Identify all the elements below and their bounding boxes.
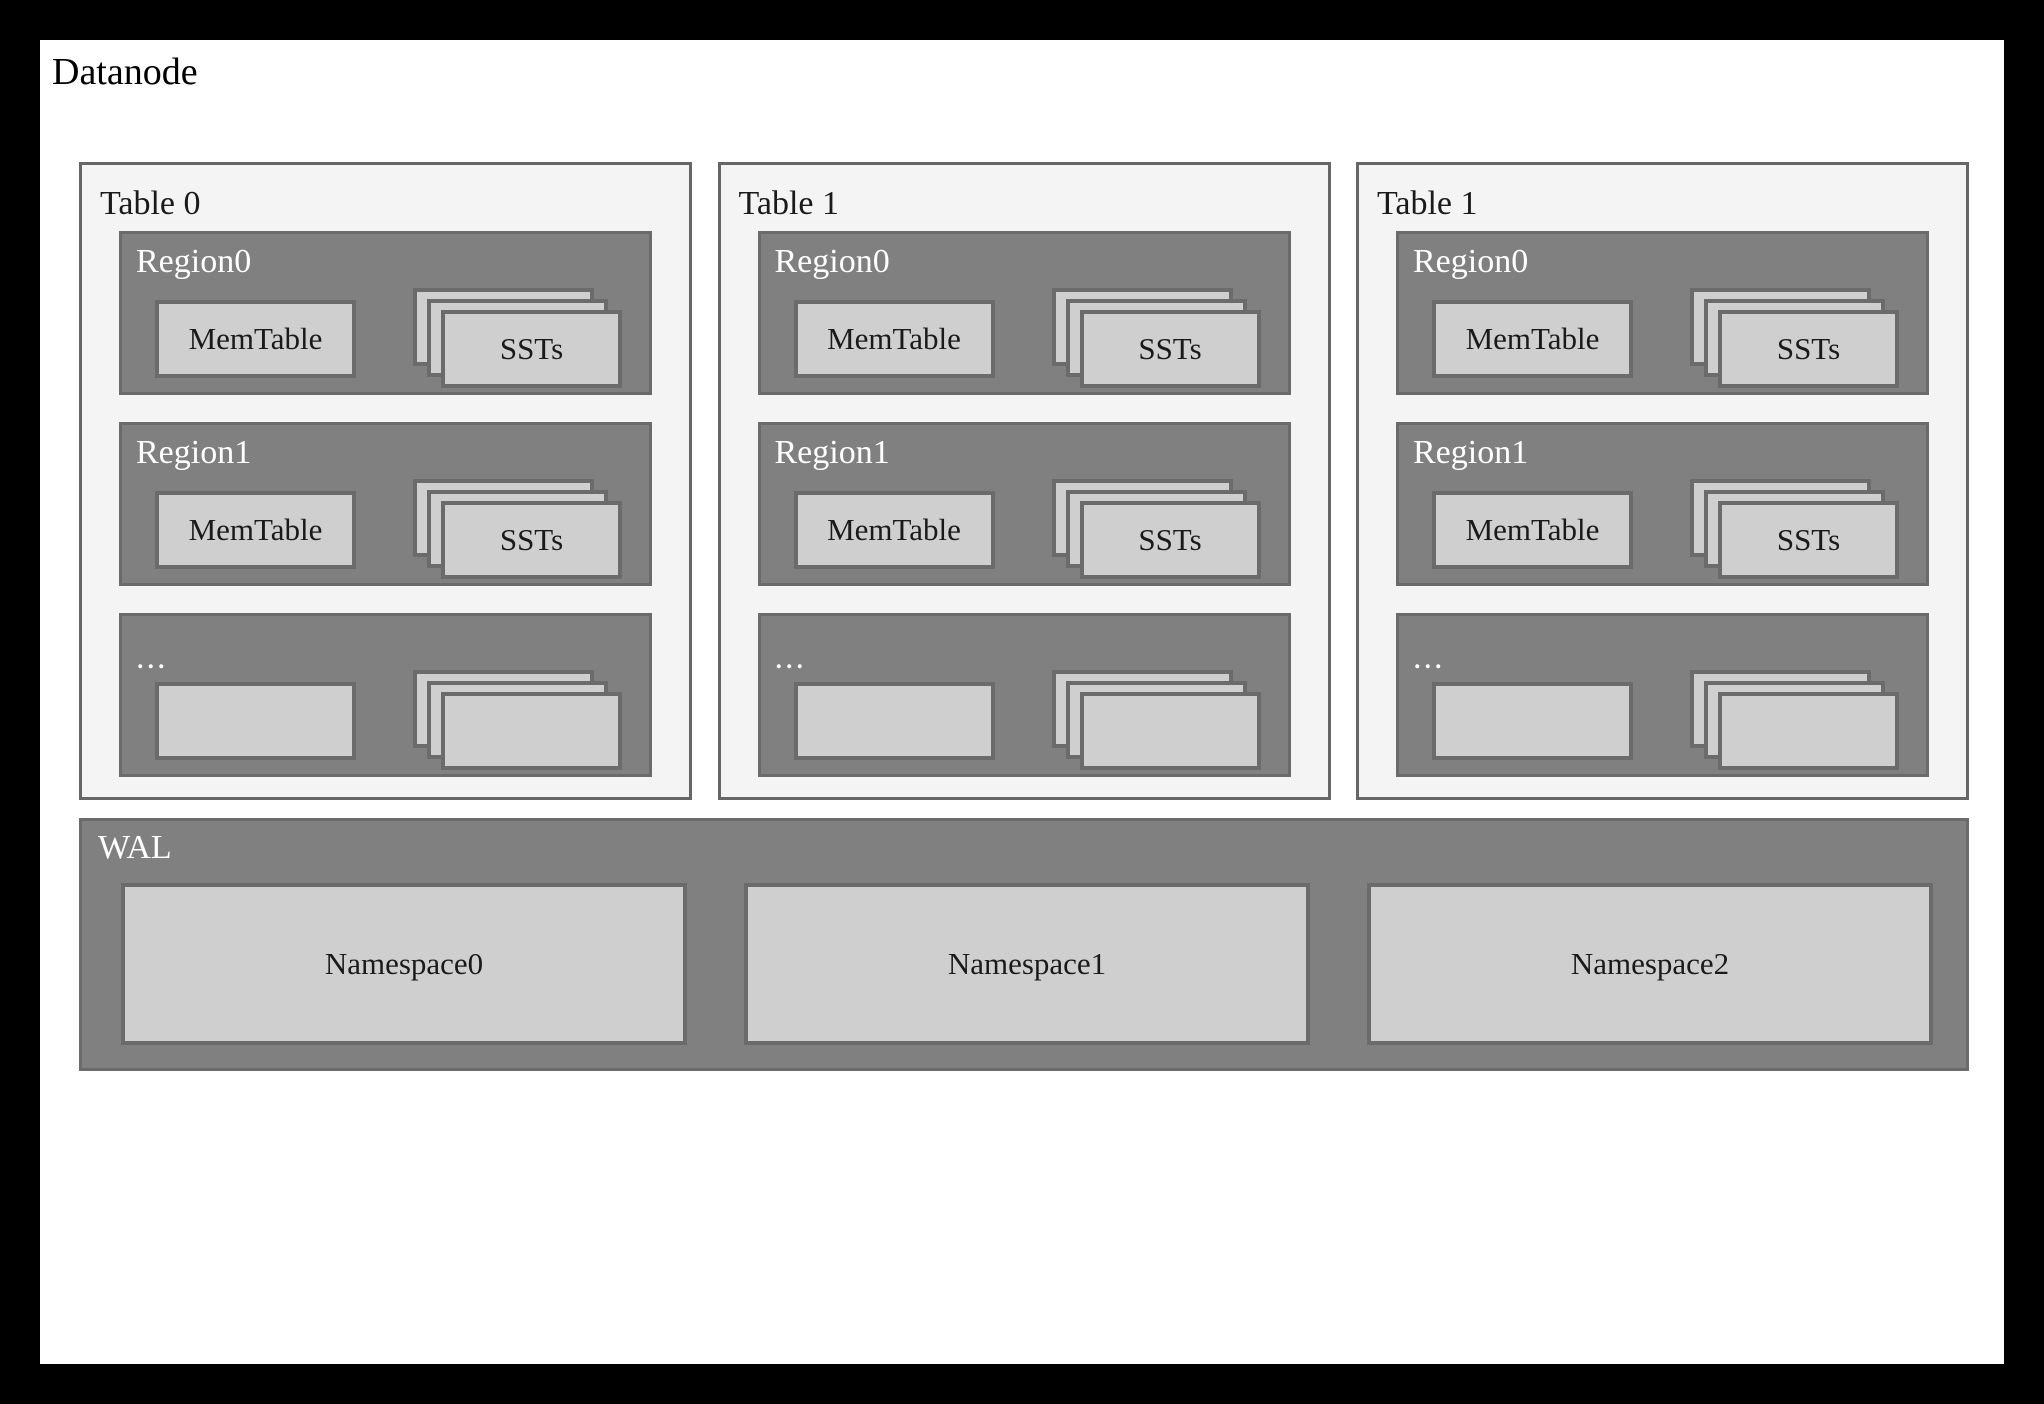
region-title: Region0 xyxy=(774,243,890,280)
regions-wrap: Region0 MemTable SSTs Region1 MemTable xyxy=(757,231,1291,777)
region-title: Region0 xyxy=(136,243,252,280)
region-title: Region1 xyxy=(774,434,890,471)
sst-layer-front[interactable] xyxy=(441,692,622,770)
wal-body: Namespace0 Namespace1 Namespace2 xyxy=(121,883,1933,1045)
sst-stack-empty[interactable] xyxy=(1690,670,1905,770)
table-title: Table 1 xyxy=(1377,185,1478,222)
region-body: MemTable SSTs xyxy=(1399,479,1926,583)
region-block[interactable]: Region1 MemTable SSTs xyxy=(757,422,1291,586)
region-body: MemTable SSTs xyxy=(761,479,1288,583)
region-block[interactable]: Region0 MemTable SSTs xyxy=(757,231,1291,395)
sst-layer-front[interactable] xyxy=(1079,692,1261,770)
region-ellipsis-label: ... xyxy=(1413,639,1445,676)
namespace-box-1[interactable]: Namespace1 xyxy=(744,883,1310,1045)
region-body: MemTable SSTs xyxy=(1399,288,1926,392)
sst-layer-front[interactable]: SSTs xyxy=(1079,310,1261,388)
region-title: Region0 xyxy=(1413,243,1529,280)
sst-stack[interactable]: SSTs xyxy=(1690,288,1905,388)
memtable-box-empty[interactable] xyxy=(1432,682,1633,760)
memtable-box[interactable]: MemTable xyxy=(793,300,995,378)
table-panel-0[interactable]: Table 0 Region0 MemTable SSTs Region1 xyxy=(79,162,692,800)
page-title: Datanode xyxy=(52,51,198,93)
regions-wrap: Region0 MemTable SSTs Region1 MemTable xyxy=(1396,231,1929,777)
region-body: MemTable SSTs xyxy=(122,288,649,392)
memtable-box[interactable]: MemTable xyxy=(155,300,356,378)
sst-stack[interactable]: SSTs xyxy=(1690,479,1905,579)
wal-title: WAL xyxy=(98,829,172,866)
region-block-ellipsis[interactable]: ... xyxy=(1396,613,1929,777)
sst-layer-front[interactable] xyxy=(1718,692,1899,770)
region-block[interactable]: Region1 MemTable SSTs xyxy=(1396,422,1929,586)
regions-wrap: Region0 MemTable SSTs Region1 MemTable xyxy=(119,231,652,777)
tables-row: Table 0 Region0 MemTable SSTs Region1 xyxy=(79,162,1969,800)
sst-layer-front[interactable]: SSTs xyxy=(1718,501,1899,579)
sst-stack-empty[interactable] xyxy=(413,670,628,770)
region-ellipsis-label: ... xyxy=(774,639,806,676)
namespace-box-0[interactable]: Namespace0 xyxy=(121,883,687,1045)
region-body xyxy=(122,670,649,774)
region-block[interactable]: Region0 MemTable SSTs xyxy=(119,231,652,395)
table-title: Table 0 xyxy=(100,185,201,222)
sst-stack[interactable]: SSTs xyxy=(413,288,628,388)
memtable-box[interactable]: MemTable xyxy=(1432,300,1633,378)
region-block[interactable]: Region1 MemTable SSTs xyxy=(119,422,652,586)
region-body xyxy=(1399,670,1926,774)
sst-layer-front[interactable]: SSTs xyxy=(1718,310,1899,388)
sst-layer-front[interactable]: SSTs xyxy=(1079,501,1261,579)
memtable-box[interactable]: MemTable xyxy=(1432,491,1633,569)
memtable-box[interactable]: MemTable xyxy=(793,491,995,569)
region-block-ellipsis[interactable]: ... xyxy=(119,613,652,777)
table-panel-2[interactable]: Table 1 Region0 MemTable SSTs Region1 xyxy=(1356,162,1969,800)
sst-stack-empty[interactable] xyxy=(1051,670,1267,770)
table-title: Table 1 xyxy=(738,185,840,222)
memtable-box-empty[interactable] xyxy=(793,682,995,760)
sst-layer-front[interactable]: SSTs xyxy=(441,310,622,388)
wal-section[interactable]: WAL Namespace0 Namespace1 Namespace2 xyxy=(79,818,1969,1071)
sst-stack[interactable]: SSTs xyxy=(413,479,628,579)
sst-layer-front[interactable]: SSTs xyxy=(441,501,622,579)
region-block-ellipsis[interactable]: ... xyxy=(757,613,1291,777)
sst-stack[interactable]: SSTs xyxy=(1051,479,1267,579)
region-body xyxy=(761,670,1288,774)
region-body: MemTable SSTs xyxy=(761,288,1288,392)
region-block[interactable]: Region0 MemTable SSTs xyxy=(1396,231,1929,395)
region-title: Region1 xyxy=(136,434,252,471)
memtable-box[interactable]: MemTable xyxy=(155,491,356,569)
region-body: MemTable SSTs xyxy=(122,479,649,583)
datanode-canvas: Datanode Table 0 Region0 MemTable SSTs xyxy=(40,40,2004,1364)
region-title: Region1 xyxy=(1413,434,1529,471)
sst-stack[interactable]: SSTs xyxy=(1051,288,1267,388)
table-panel-1[interactable]: Table 1 Region0 MemTable SSTs Region1 xyxy=(717,162,1331,800)
namespace-box-2[interactable]: Namespace2 xyxy=(1367,883,1933,1045)
memtable-box-empty[interactable] xyxy=(155,682,356,760)
region-ellipsis-label: ... xyxy=(136,639,168,676)
